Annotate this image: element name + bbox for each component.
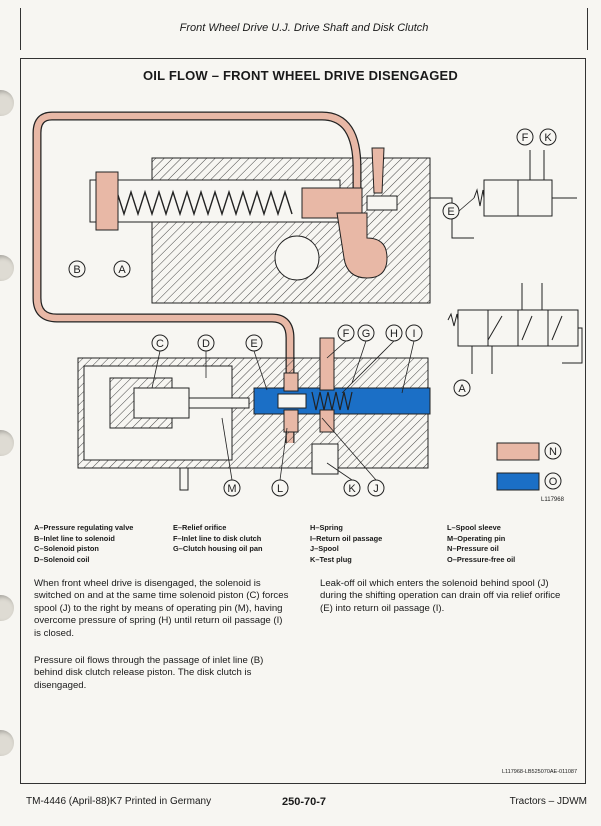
callout-g: G xyxy=(362,328,371,340)
legend-item: G–Clutch housing oil pan xyxy=(173,544,263,554)
callout-k-schematic: K xyxy=(544,132,552,144)
callout-a: A xyxy=(118,264,126,276)
paragraph-2: Pressure oil flows through the passage o… xyxy=(34,655,264,691)
content-frame xyxy=(20,58,586,784)
legend-item: H–Spring xyxy=(310,523,343,532)
legend-col-2: E–Relief orifice F–Inlet line to disk cl… xyxy=(173,523,263,555)
callout-f: F xyxy=(343,328,350,340)
diagram-title: OIL FLOW – FRONT WHEEL DRIVE DISENGAGED xyxy=(142,68,458,83)
legend-item: O–Pressure-free oil xyxy=(447,554,516,564)
valve-lever xyxy=(336,212,388,279)
legend-item: B–Inlet line to solenoid xyxy=(34,533,115,543)
callout-c: C xyxy=(156,338,164,350)
callout-b: B xyxy=(73,264,80,276)
figure-id: L117968 xyxy=(541,497,564,503)
legend-item: K–Test plug xyxy=(310,554,352,564)
callout-n: N xyxy=(549,446,557,458)
spool xyxy=(277,393,307,409)
binder-hole xyxy=(0,90,14,116)
footer-left: TM-4446 (April-88)K7 Printed in Germany xyxy=(26,796,212,807)
legend-item: F–Inlet line to disk clutch xyxy=(173,533,262,543)
callout-d: D xyxy=(202,338,210,350)
binder-hole xyxy=(0,730,14,756)
legend-item: A–Pressure regulating valve xyxy=(34,523,134,532)
legend-item: C–Solenoid piston xyxy=(34,544,99,554)
legend-col-3: H–Spring I–Return oil passage J–Spool K–… xyxy=(310,523,382,565)
callout-e-schematic: E xyxy=(447,206,454,218)
pressure-free-oil-swatch xyxy=(496,472,540,491)
binder-hole xyxy=(0,430,14,456)
paragraph-3: Leak-off oil which enters the solenoid b… xyxy=(320,578,561,614)
callout-k: K xyxy=(348,483,356,495)
solenoid-piston xyxy=(133,387,190,419)
legend-item: L–Spool sleeve xyxy=(447,523,501,532)
legend-item: I–Return oil passage xyxy=(310,533,383,543)
legend-item: M–Operating pin xyxy=(447,533,506,543)
legend-col-1: A–Pressure regulating valve B–Inlet line… xyxy=(34,523,133,565)
page-header: Front Wheel Drive U.J. Drive Shaft and D… xyxy=(20,8,588,50)
callout-o: O xyxy=(549,476,558,488)
legend-item: D–Solenoid coil xyxy=(34,554,90,564)
legend-item: J–Spool xyxy=(310,544,339,554)
oil-flow-diagram: A B C D E F G H I E F K A M L K J N O xyxy=(32,111,583,497)
callout-m: M xyxy=(227,483,236,495)
legend-item: N–Pressure oil xyxy=(447,544,499,554)
callout-j: J xyxy=(373,483,379,495)
legend-col-4: L–Spool sleeve M–Operating pin N–Pressur… xyxy=(447,523,515,565)
paragraph-1: When front wheel drive is disengaged, th… xyxy=(34,578,289,639)
upper-spring xyxy=(116,189,293,217)
document-reference: L117968-LB525070AE-011087 xyxy=(501,769,577,775)
legend-item: E–Relief orifice xyxy=(173,523,227,532)
callout-h: H xyxy=(390,328,398,340)
pressure-oil-swatch xyxy=(496,442,540,461)
binder-hole xyxy=(0,595,14,621)
callout-f-schematic: F xyxy=(522,132,529,144)
callout-e: E xyxy=(250,338,257,350)
hydraulic-schematic xyxy=(430,150,583,374)
binder-hole xyxy=(0,255,14,281)
callout-l: L xyxy=(277,483,283,495)
header-title: Front Wheel Drive U.J. Drive Shaft and D… xyxy=(179,22,429,34)
callout-i: I xyxy=(412,328,415,340)
operating-pin xyxy=(188,397,250,409)
page-number: 250-70-7 xyxy=(282,796,327,808)
test-plug xyxy=(311,443,339,475)
callout-a-schematic: A xyxy=(458,383,466,395)
footer-right: Tractors – JDWM xyxy=(509,796,587,807)
adjusting-screw xyxy=(95,171,119,231)
